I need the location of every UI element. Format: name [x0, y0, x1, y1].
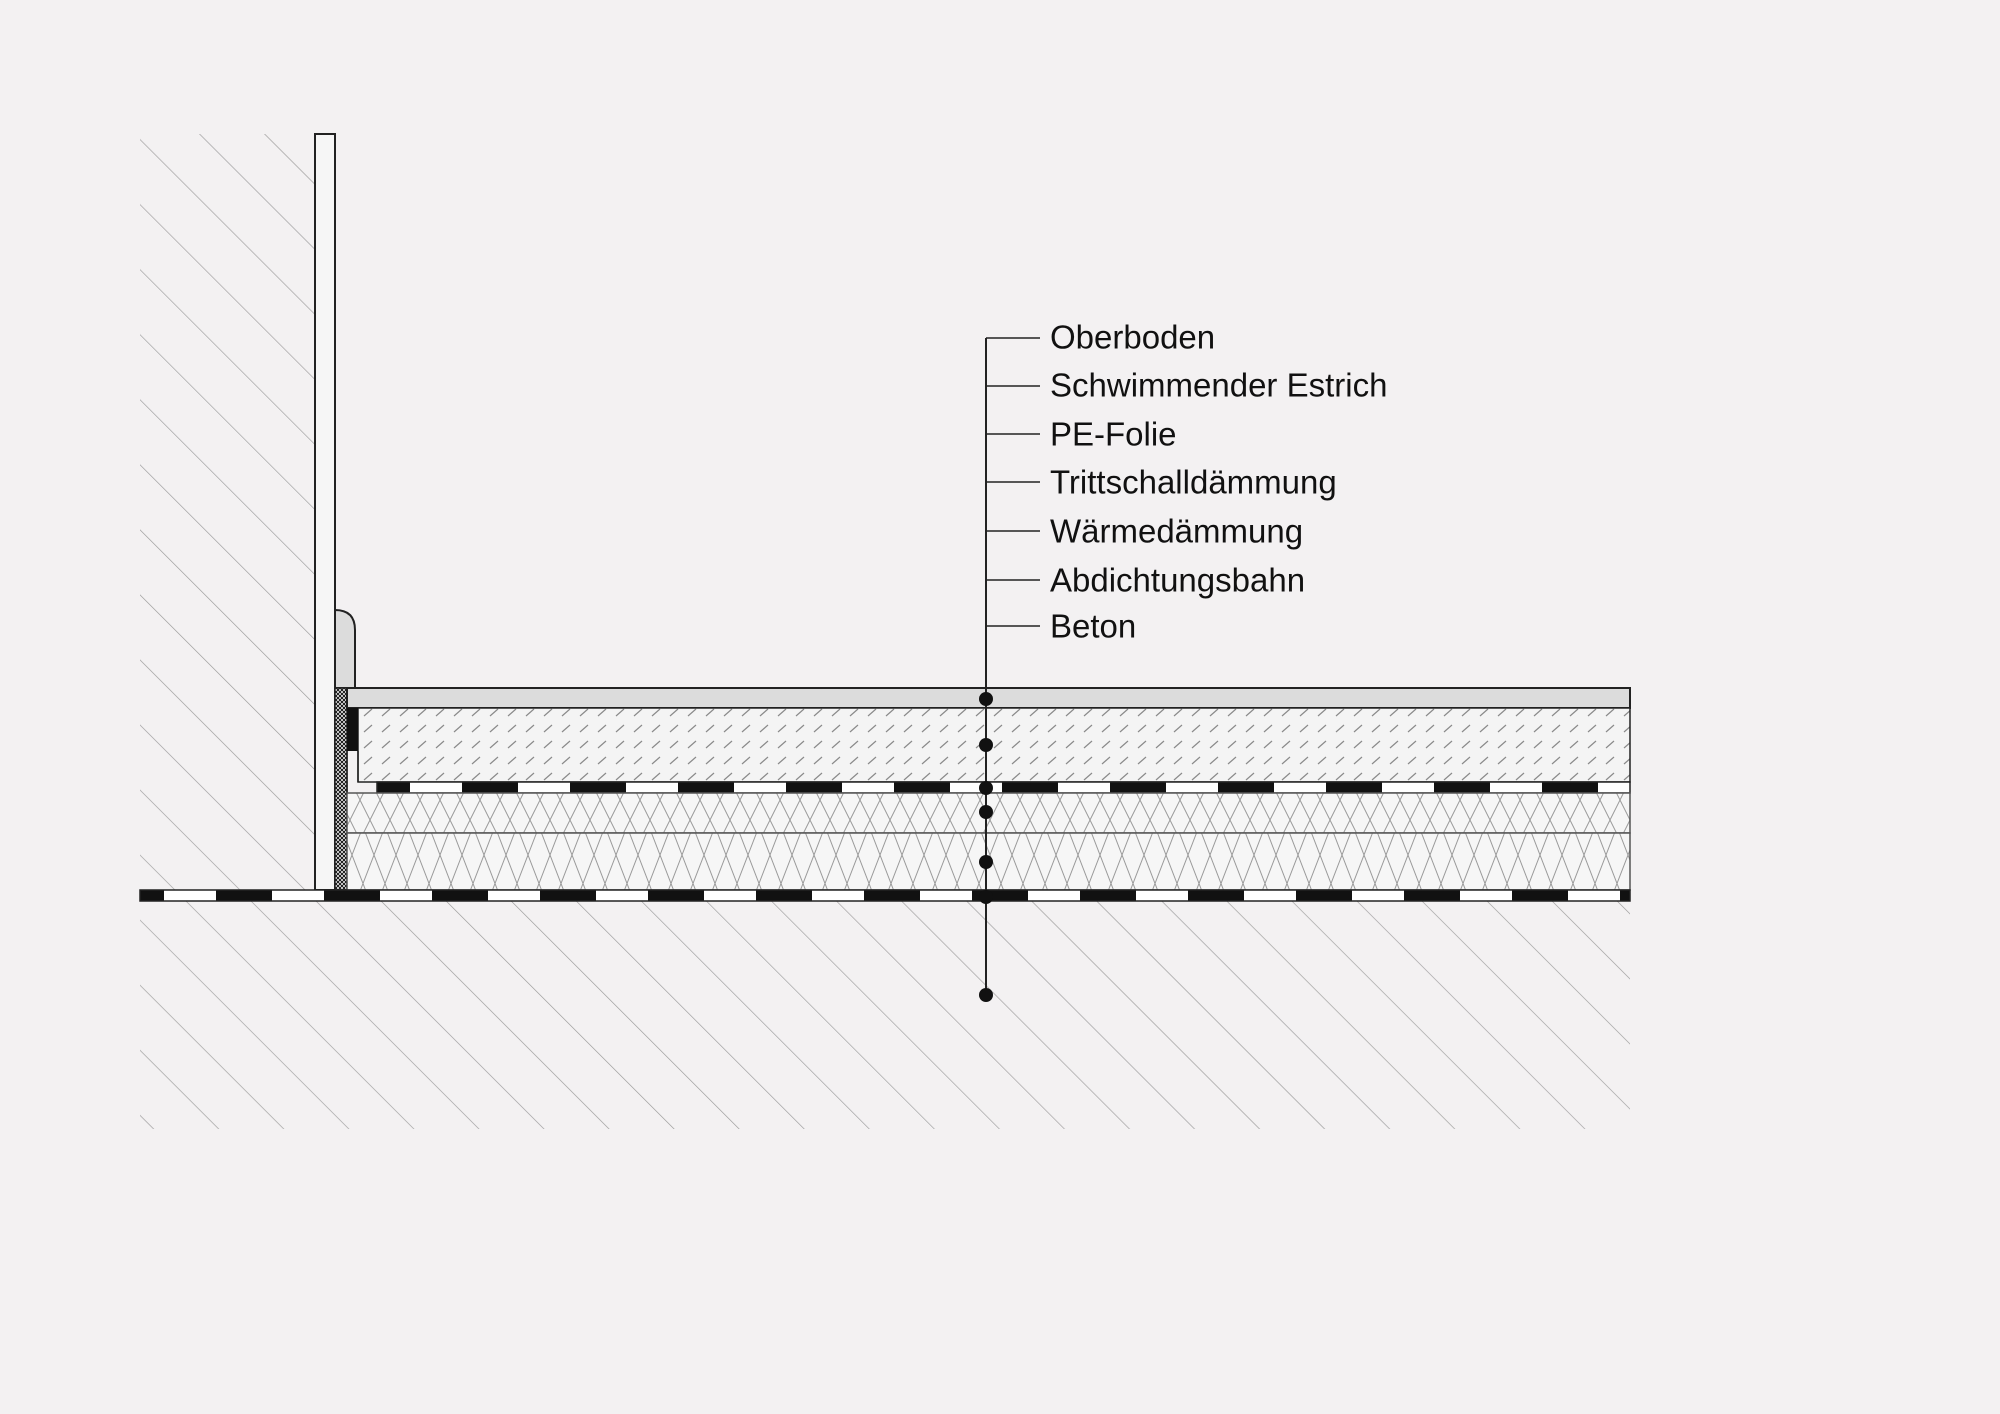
- dot-pe-folie: [979, 781, 993, 795]
- dot-beton: [979, 988, 993, 1002]
- leader-dots: [979, 692, 993, 1002]
- skirting-board: [334, 608, 356, 689]
- label-oberboden: Oberboden: [1050, 318, 1216, 356]
- label-pe-folie: PE-Folie: [1050, 415, 1177, 453]
- label-trittschalldaemmung: Trittschalldämmung: [1050, 463, 1337, 501]
- wall-plaster: [314, 133, 336, 891]
- concrete-slab-hatch: [140, 901, 1630, 1129]
- dot-waermedaemmung: [979, 855, 993, 869]
- label-waermedaemmung: Wärmedämmung: [1050, 512, 1304, 550]
- dot-abdichtung: [979, 890, 993, 904]
- label-schwimmender-estrich: Schwimmender Estrich: [1050, 366, 1388, 404]
- edge-insulation-strip: [334, 687, 348, 891]
- dot-oberboden: [979, 692, 993, 706]
- label-beton: Beton: [1050, 607, 1137, 645]
- dot-trittschall: [979, 805, 993, 819]
- dot-estrich: [979, 738, 993, 752]
- wall-masonry-hatch: [140, 134, 315, 890]
- label-abdichtungsbahn: Abdichtungsbahn: [1050, 561, 1306, 599]
- layer-abdichtungsbahn: [139, 889, 1631, 902]
- leader-lines: [985, 337, 1040, 995]
- edge-seal: [347, 708, 358, 751]
- layer-pe-folie: [376, 781, 1631, 794]
